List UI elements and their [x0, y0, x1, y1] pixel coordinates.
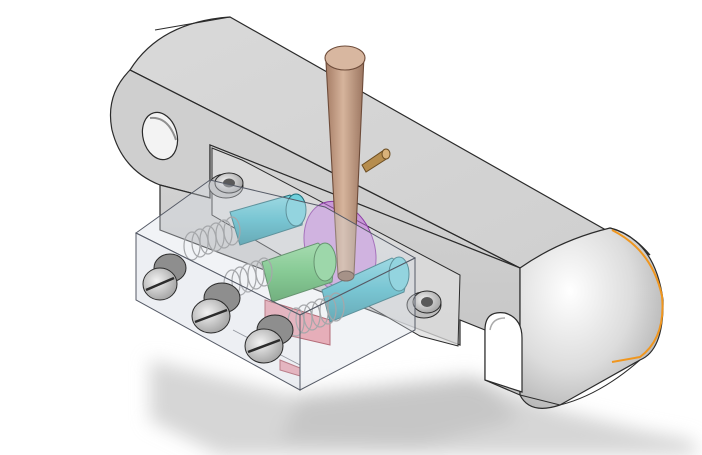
ground-shadow	[150, 360, 700, 455]
lever-handle[interactable]	[324, 45, 366, 282]
plunger-green-middle[interactable]	[261, 242, 337, 303]
mounting-hole[interactable]	[137, 108, 182, 163]
cap-screw-top[interactable]	[142, 253, 187, 301]
slot-cutout[interactable]	[484, 312, 523, 393]
guide-pin[interactable]	[361, 148, 391, 173]
spring-top[interactable]	[183, 216, 241, 261]
cap-screw-bottom[interactable]	[244, 314, 294, 364]
plunger-cyan-top[interactable]	[229, 193, 307, 246]
cap-screw-middle[interactable]	[191, 282, 241, 334]
plunger-cyan-bottom[interactable]	[321, 256, 410, 323]
highlighted-edge[interactable]	[611, 229, 664, 363]
